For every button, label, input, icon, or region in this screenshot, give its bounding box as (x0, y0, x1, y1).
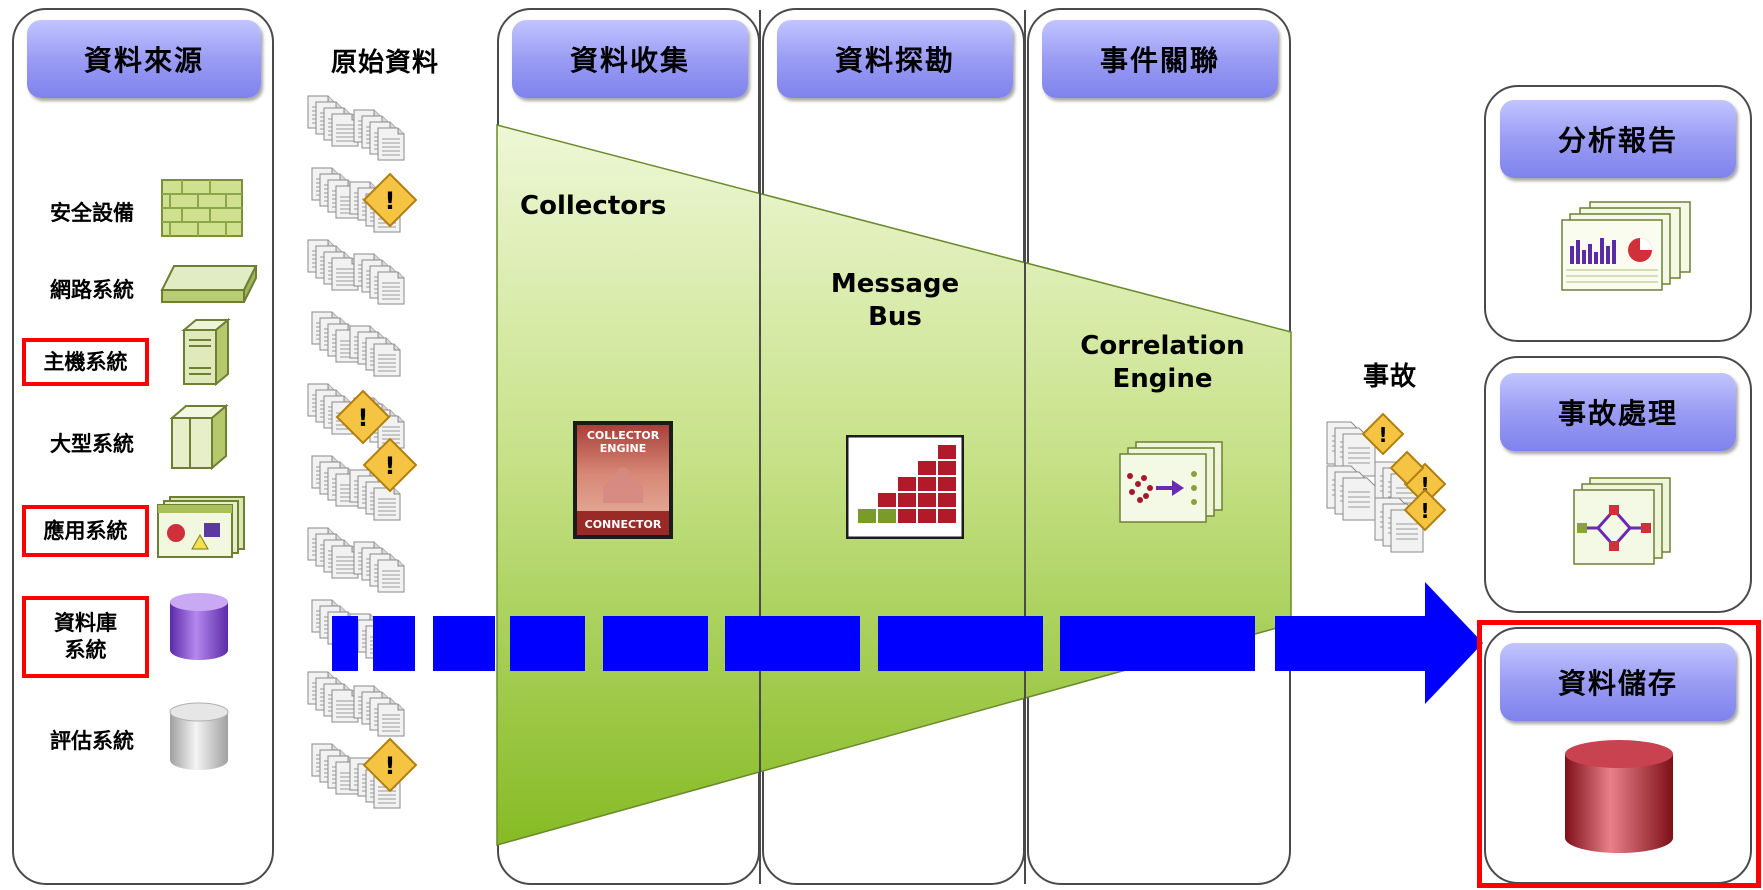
flow-dash (373, 616, 415, 671)
flow-arrowhead (1275, 582, 1483, 704)
bus-bar-cell (878, 509, 896, 523)
bus-bar-cell (918, 509, 936, 523)
svg-text:!: ! (1378, 423, 1387, 447)
bus-bar-cell (918, 493, 936, 507)
collector-engine-bottom-text: CONNECTOR (584, 518, 662, 531)
collectors-label: Collectors (520, 191, 667, 221)
flow-dash (603, 616, 708, 671)
header-analysis-report: 分析報告 (1500, 100, 1736, 178)
bus-bar-cell (898, 493, 916, 507)
firewall-icon (161, 179, 243, 237)
flow-dash (1060, 616, 1255, 671)
header-incident-handling: 事故處理 (1500, 373, 1736, 451)
header-data-source: 資料來源 (27, 20, 261, 98)
source-label-application-system: 應用系統 (22, 505, 149, 557)
bus-bar-cell (858, 509, 876, 523)
flow-dash (725, 616, 860, 671)
collector-engine-top-text: COLLECTOR ENGINE (586, 429, 660, 455)
message-bus-bar-icon (846, 435, 964, 539)
header-data-collection: 資料收集 (512, 20, 748, 98)
bus-bar-cell (938, 477, 956, 491)
header-event-correlation: 事件關聯 (1042, 20, 1278, 98)
network-device-icon (160, 265, 258, 303)
flow-dash (510, 616, 585, 671)
incident-document-stack: ! ! ! (1326, 412, 1447, 553)
bus-bar-cell (898, 509, 916, 523)
analysis-report-icon (1561, 201, 1691, 291)
flow-dash (332, 616, 358, 671)
bus-bar-cell (938, 493, 956, 507)
application-window-icon (157, 496, 245, 558)
source-label-assessment-system: 評估系統 (50, 728, 134, 753)
bus-bar-cell (918, 461, 936, 475)
source-label-database-system: 資料庫 系統 (22, 596, 149, 678)
data-storage-database-icon (1565, 740, 1673, 853)
incident-label: 事故 (1362, 362, 1417, 392)
source-label-mainframe-system: 大型系統 (50, 431, 134, 456)
correlation-engine-label: Correlation Engine (1080, 331, 1245, 394)
data-storage-highlight (1477, 620, 1761, 888)
mainframe-icon (169, 404, 229, 470)
database-purple-icon (170, 593, 228, 660)
header-data-storage: 資料儲存 (1500, 643, 1736, 721)
header-raw-data: 原始資料 (330, 48, 439, 78)
data-source-panel (12, 8, 274, 885)
bus-bar-cell (938, 509, 956, 523)
flow-dash (433, 616, 495, 671)
incident-handling-workflow-icon (1573, 477, 1671, 565)
source-label-security-equipment: 安全設備 (50, 200, 134, 225)
bus-bar-cell (918, 477, 936, 491)
header-data-exploration: 資料探勘 (777, 20, 1013, 98)
source-label-host-system: 主機系統 (22, 338, 149, 386)
flow-dash (878, 616, 1043, 671)
bus-bar-cell (878, 493, 896, 507)
bus-bar-cell (938, 445, 956, 459)
svg-text:!: ! (1420, 473, 1429, 497)
message-bus-label: Message Bus (830, 269, 960, 332)
collector-engine-icon: COLLECTOR ENGINE CONNECTOR (573, 421, 673, 539)
source-label-network-system: 網路系統 (50, 277, 134, 302)
database-gray-icon (169, 702, 229, 770)
bus-bar-cell (898, 477, 916, 491)
server-icon (181, 318, 231, 386)
bus-bar-cell (938, 461, 956, 475)
svg-text:!: ! (1420, 499, 1429, 523)
correlation-engine-icon (1119, 441, 1223, 523)
